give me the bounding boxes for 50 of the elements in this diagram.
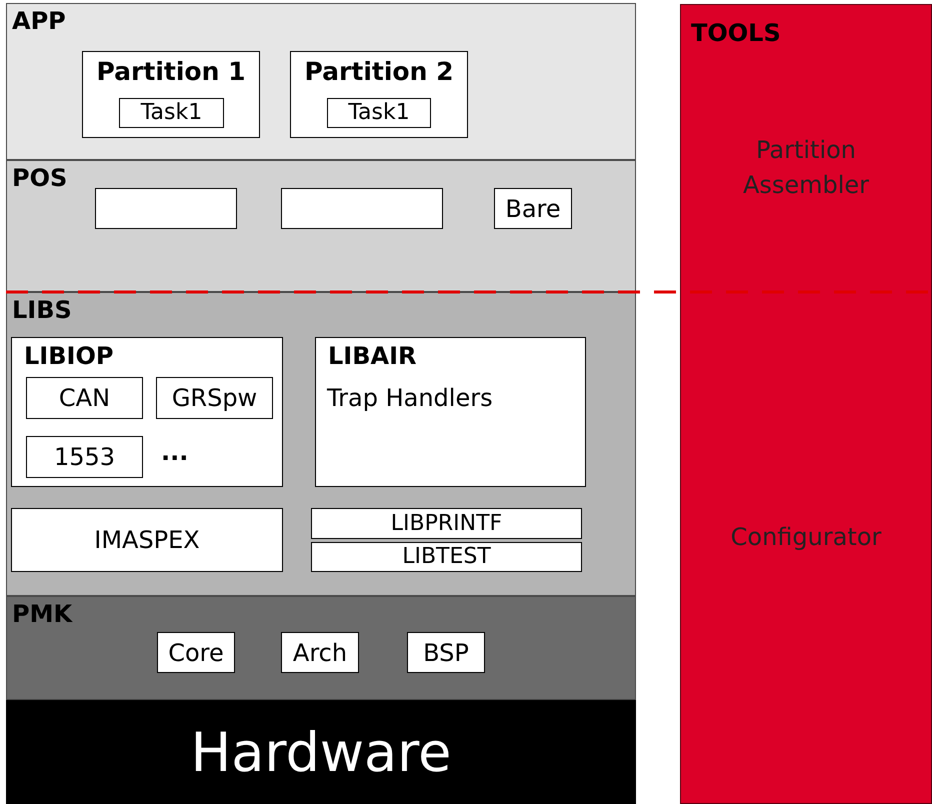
ellipsis-label: ... <box>161 438 188 466</box>
component-box <box>407 632 485 673</box>
partition-box <box>290 51 468 138</box>
component-box <box>311 542 582 572</box>
layer-title: APP <box>12 7 66 35</box>
component-box <box>11 508 283 572</box>
component-label: IMASPEX <box>94 526 200 554</box>
component-box <box>494 188 572 229</box>
component-box <box>156 377 273 419</box>
component-box <box>311 508 582 539</box>
component-label: LIBTEST <box>402 543 491 571</box>
partition-title: Partition 1 <box>96 58 246 86</box>
tool-label: Configurator <box>730 523 882 551</box>
layer-band <box>6 3 636 160</box>
layer-band <box>6 596 636 700</box>
partition-box <box>82 51 260 138</box>
component-label: CAN <box>58 384 110 412</box>
layer-title: POS <box>12 164 68 192</box>
library-box <box>11 337 283 487</box>
component-label: 1553 <box>54 443 116 471</box>
tools-panel <box>680 4 932 804</box>
component-box <box>281 632 359 673</box>
component-box <box>157 632 235 673</box>
layer-title: PMK <box>12 600 72 628</box>
component-label: LIBPRINTF <box>390 510 502 538</box>
component-label: Core <box>168 638 224 666</box>
tool-label: Partition Assembler <box>742 135 870 201</box>
hardware-band <box>6 700 636 804</box>
component-box <box>281 188 443 229</box>
component-box <box>26 377 143 419</box>
layer-title: LIBS <box>12 296 72 324</box>
hardware-label: Hardware <box>190 723 452 783</box>
component-label: GRSpw <box>172 384 258 412</box>
component-box <box>26 436 143 478</box>
library-title: LIBIOP <box>24 342 114 370</box>
component-box <box>327 98 431 128</box>
component-label: Task1 <box>348 99 410 127</box>
component-label: Arch <box>292 638 348 666</box>
component-box <box>95 188 237 229</box>
component-label: Bare <box>505 194 561 222</box>
component-box <box>119 98 224 128</box>
library-box <box>315 337 586 487</box>
panel-title: TOOLS <box>691 19 781 47</box>
component-label: Task1 <box>140 99 202 127</box>
component-label: BSP <box>423 638 469 666</box>
library-title: LIBAIR <box>328 342 416 370</box>
partition-title: Partition 2 <box>304 58 454 86</box>
layer-band <box>6 160 636 292</box>
layer-band <box>6 292 636 596</box>
library-description: Trap Handlers <box>327 384 493 412</box>
